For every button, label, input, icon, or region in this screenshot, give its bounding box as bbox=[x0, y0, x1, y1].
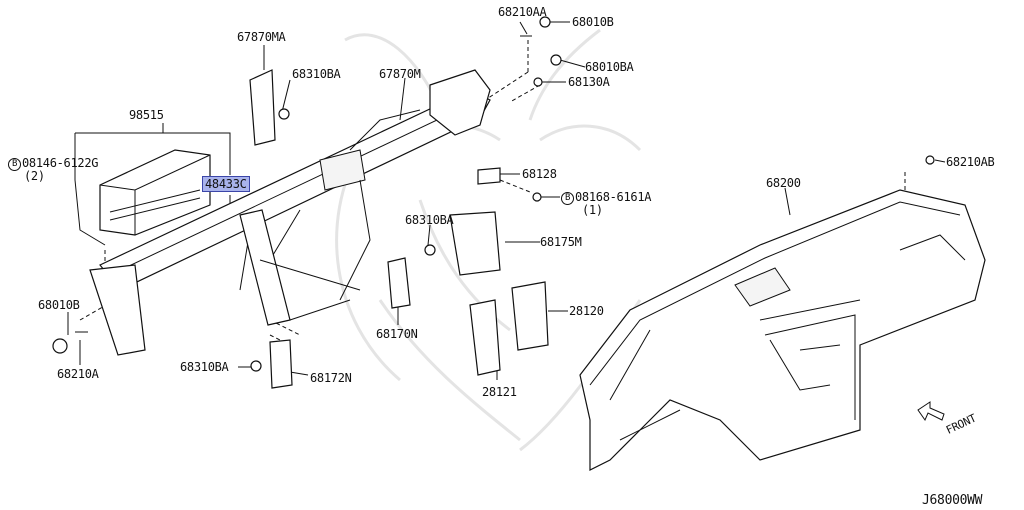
label-68210AA: 68210AA bbox=[498, 5, 547, 19]
label-68010B-top: 68010B bbox=[572, 15, 614, 29]
label-68310BA-top: 68310BA bbox=[292, 67, 341, 81]
label-68210AB: 68210AB bbox=[946, 155, 995, 169]
label-68128: 68128 bbox=[522, 167, 557, 181]
label-68130A: 68130A bbox=[568, 75, 610, 89]
steering-member bbox=[89, 69, 491, 356]
label-67870M: 67870M bbox=[379, 67, 421, 81]
leader-lines bbox=[67, 21, 946, 380]
brackets bbox=[52, 16, 935, 389]
label-48433C-highlighted[interactable]: 48433C bbox=[202, 176, 250, 192]
label-68172N: 68172N bbox=[310, 371, 352, 385]
label-08146-qty: (2) bbox=[24, 169, 45, 183]
front-arrow-icon bbox=[917, 401, 945, 422]
label-08146-text: 08146-6122G bbox=[22, 156, 99, 170]
label-68010BA: 68010BA bbox=[585, 60, 634, 74]
bolt-symbol-icon: B bbox=[8, 158, 21, 171]
label-08168-text: 08168-6161A bbox=[575, 190, 652, 204]
label-28121: 28121 bbox=[482, 385, 517, 399]
label-68210A: 68210A bbox=[57, 367, 99, 381]
bolt-symbol-icon: B bbox=[561, 192, 574, 205]
label-68310BA-mid: 68310BA bbox=[405, 213, 454, 227]
diagram-id: J68000WW bbox=[922, 493, 983, 508]
label-68010B-left: 68010B bbox=[38, 298, 80, 312]
label-08168-qty: (1) bbox=[582, 203, 603, 217]
label-68200: 68200 bbox=[766, 176, 801, 190]
label-68175M: 68175M bbox=[540, 235, 582, 249]
label-28120: 28120 bbox=[569, 304, 604, 318]
label-98515: 98515 bbox=[129, 108, 164, 122]
label-68170N: 68170N bbox=[376, 327, 418, 341]
label-68310BA-bot: 68310BA bbox=[180, 360, 229, 374]
instrument-panel bbox=[579, 189, 986, 471]
label-67870MA: 67870MA bbox=[237, 30, 286, 44]
airbag-module bbox=[99, 149, 211, 236]
